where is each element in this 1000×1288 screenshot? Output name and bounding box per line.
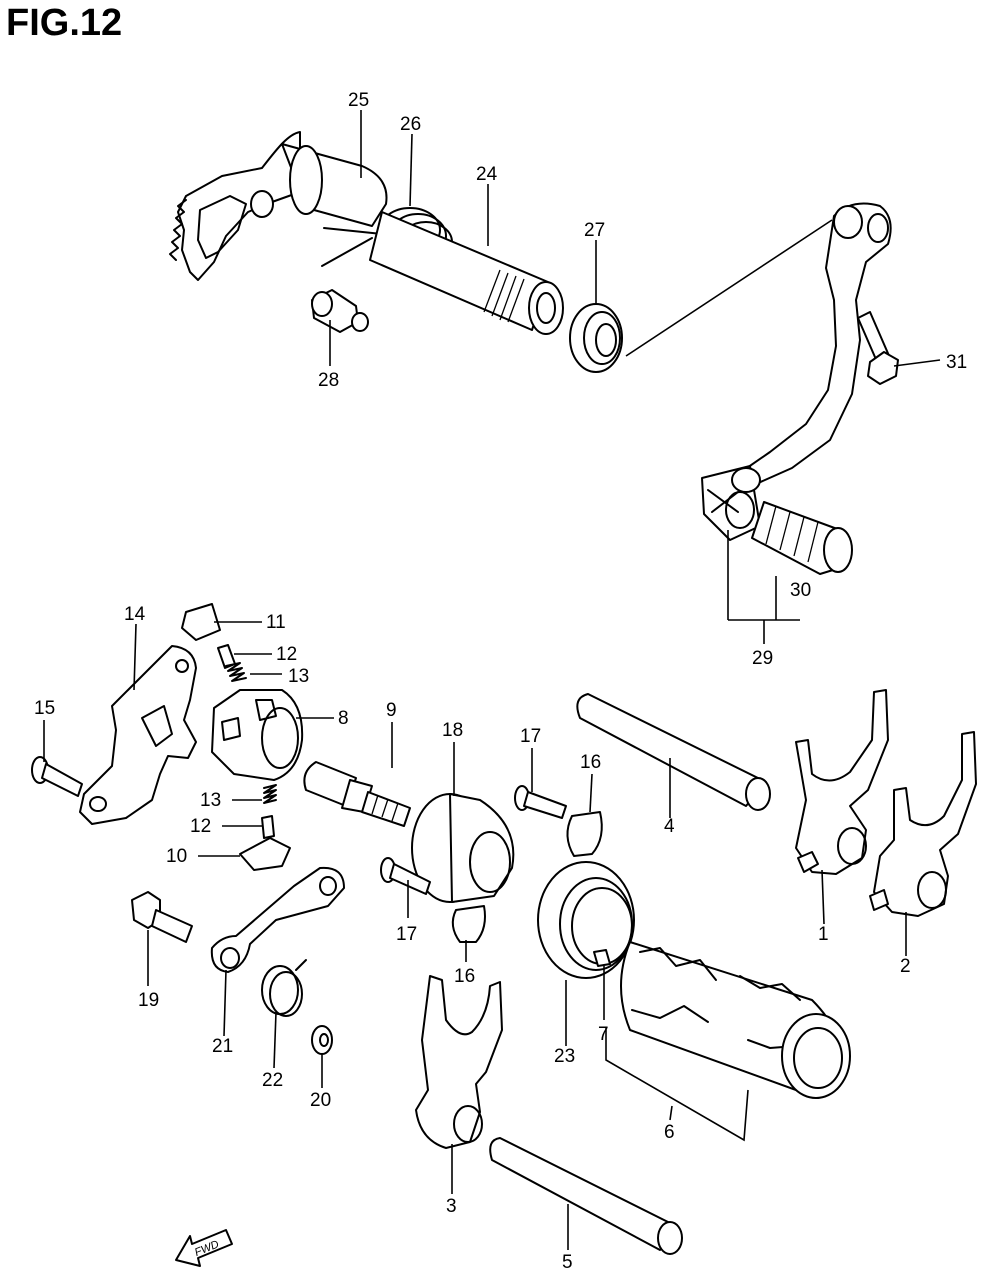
part-15-screw: [31, 756, 83, 797]
callout-29: 29: [752, 648, 773, 669]
part-5-fork-shaft: [489, 1137, 683, 1255]
callout-24: 24: [476, 164, 498, 185]
part-23-bearing: [537, 861, 635, 979]
part-17-screw-left: [380, 857, 431, 895]
callout-17-left: 17: [396, 924, 417, 945]
leader-lines: [43, 110, 941, 1250]
part-13-spring-bottom: [263, 784, 277, 804]
part-24-gearshift-shaft: [369, 211, 564, 335]
part-29-gearshift-lever: [701, 202, 892, 541]
part-28-pin-bolt: [311, 289, 369, 333]
callout-8: 8: [338, 708, 349, 729]
callout-2: 2: [900, 956, 911, 977]
part-17-screw-right: [514, 785, 567, 819]
callout-20: 20: [310, 1090, 331, 1111]
part-21-shift-arm: [210, 866, 345, 973]
part-7-pin: [593, 949, 611, 967]
part-8-pawl-lifter: [211, 689, 304, 781]
callout-6: 6: [664, 1122, 675, 1143]
part-30-lever-rubber: [751, 501, 853, 575]
part-16-pin-upper: [566, 811, 603, 857]
part-4-fork-shaft: [576, 693, 771, 811]
callout-21: 21: [212, 1036, 233, 1057]
callout-30: 30: [790, 580, 811, 601]
part-3-shift-fork: [415, 975, 503, 1149]
part-10-pawl-bottom: [239, 837, 291, 871]
callout-11: 11: [266, 612, 286, 633]
figure-title: FIG.12: [6, 2, 123, 44]
part-9-stopper-bolt: [303, 761, 411, 827]
callout-16-lower: 16: [454, 966, 475, 987]
callout-5: 5: [562, 1252, 573, 1273]
part-22-spring: [261, 959, 307, 1017]
part-19-bolt: [131, 891, 193, 943]
callout-3: 3: [446, 1196, 457, 1217]
callout-25: 25: [348, 90, 369, 111]
part-31-bolt: [857, 311, 899, 385]
callout-4: 4: [664, 816, 675, 837]
callout-12-top: 12: [276, 644, 297, 665]
callout-9: 9: [386, 700, 397, 721]
part-18-cam-driven-gear: [411, 793, 515, 903]
part-16-pin-lower: [451, 905, 486, 943]
callout-13-top: 13: [288, 666, 309, 687]
callout-7: 7: [598, 1024, 609, 1045]
callout-10: 10: [166, 846, 187, 867]
callout-28: 28: [318, 370, 339, 391]
callout-27: 27: [584, 220, 605, 241]
callout-14: 14: [124, 604, 146, 625]
callout-labels: 25 26 24 27 28 31 30 29 14 11 12 13 15 8…: [34, 90, 967, 1273]
part-1-shift-fork: [795, 689, 889, 875]
callout-13-bottom: 13: [200, 790, 221, 811]
part-25-gearshift-arm: [169, 131, 388, 281]
callout-15: 15: [34, 698, 55, 719]
callout-18: 18: [442, 720, 463, 741]
part-11-pawl-top: [181, 603, 221, 641]
callout-26: 26: [400, 114, 421, 135]
part-20-washer: [311, 1025, 333, 1055]
part-27-oil-seal: [569, 303, 623, 373]
fwd-arrow-icon: FWD: [175, 1229, 233, 1267]
callout-31: 31: [946, 352, 967, 373]
callout-12-bottom: 12: [190, 816, 211, 837]
callout-16-upper: 16: [580, 752, 601, 773]
callout-17-right: 17: [520, 726, 541, 747]
part-6-gearshift-cam: [620, 941, 851, 1099]
part-12-pin-bottom: [261, 815, 275, 839]
callout-1: 1: [818, 924, 829, 945]
callout-23: 23: [554, 1046, 575, 1067]
callout-19: 19: [138, 990, 159, 1011]
part-13-spring-top: [225, 662, 247, 682]
part-2-shift-fork: [869, 731, 977, 917]
part-14-cam-stopper-plate: [79, 645, 197, 825]
callout-22: 22: [262, 1070, 283, 1091]
